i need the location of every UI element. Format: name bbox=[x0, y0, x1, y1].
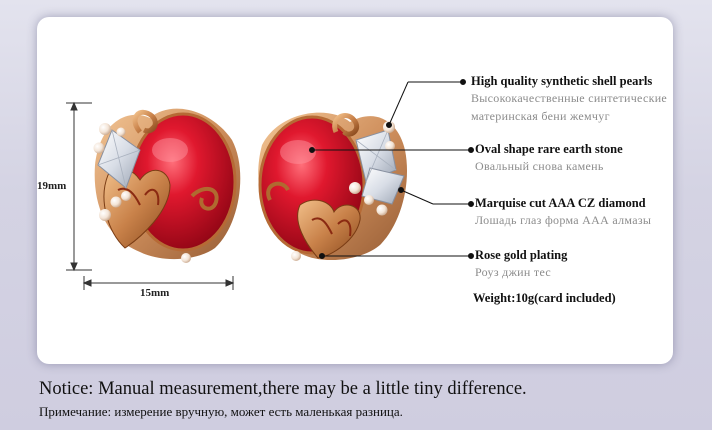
annotation-cz: Marquise cut AAA CZ diamond Лошадь глаз … bbox=[475, 196, 651, 229]
annotation-pearls-ru: Высококачественные синтетические материн… bbox=[471, 91, 668, 123]
dimension-lines bbox=[66, 101, 235, 290]
annotation-gold-en: Rose gold plating bbox=[475, 248, 568, 262]
annotation-pearls: High quality synthetic shell pearls Высо… bbox=[471, 74, 671, 125]
annotation-pearls-en: High quality synthetic shell pearls bbox=[471, 74, 653, 88]
left-earring bbox=[93, 108, 241, 263]
annotation-cz-ru: Лошадь глаз форма ААА алмазы bbox=[475, 213, 652, 227]
annotation-gold-ru: Роуз джин тес bbox=[475, 265, 551, 279]
annotation-gold: Rose gold plating Роуз джин тес bbox=[475, 248, 567, 281]
annotation-cz-en: Marquise cut AAA CZ diamond bbox=[475, 196, 646, 210]
right-earring bbox=[258, 112, 408, 261]
notice-english: Notice: Manual measurement,there may be … bbox=[39, 379, 527, 399]
annotation-stone: Oval shape rare earth stone Овальный сно… bbox=[475, 142, 623, 175]
weight-label: Weight:10g(card included) bbox=[473, 291, 616, 305]
annotation-stone-ru: Овальный снова камень bbox=[475, 159, 604, 173]
height-dimension-label: 19mm bbox=[37, 180, 67, 192]
width-dimension-label: 15mm bbox=[140, 287, 170, 299]
notice-russian: Примечание: измерение вручную, может ест… bbox=[39, 404, 403, 419]
leader-lines bbox=[309, 79, 474, 259]
annotation-stone-en: Oval shape rare earth stone bbox=[475, 142, 623, 156]
